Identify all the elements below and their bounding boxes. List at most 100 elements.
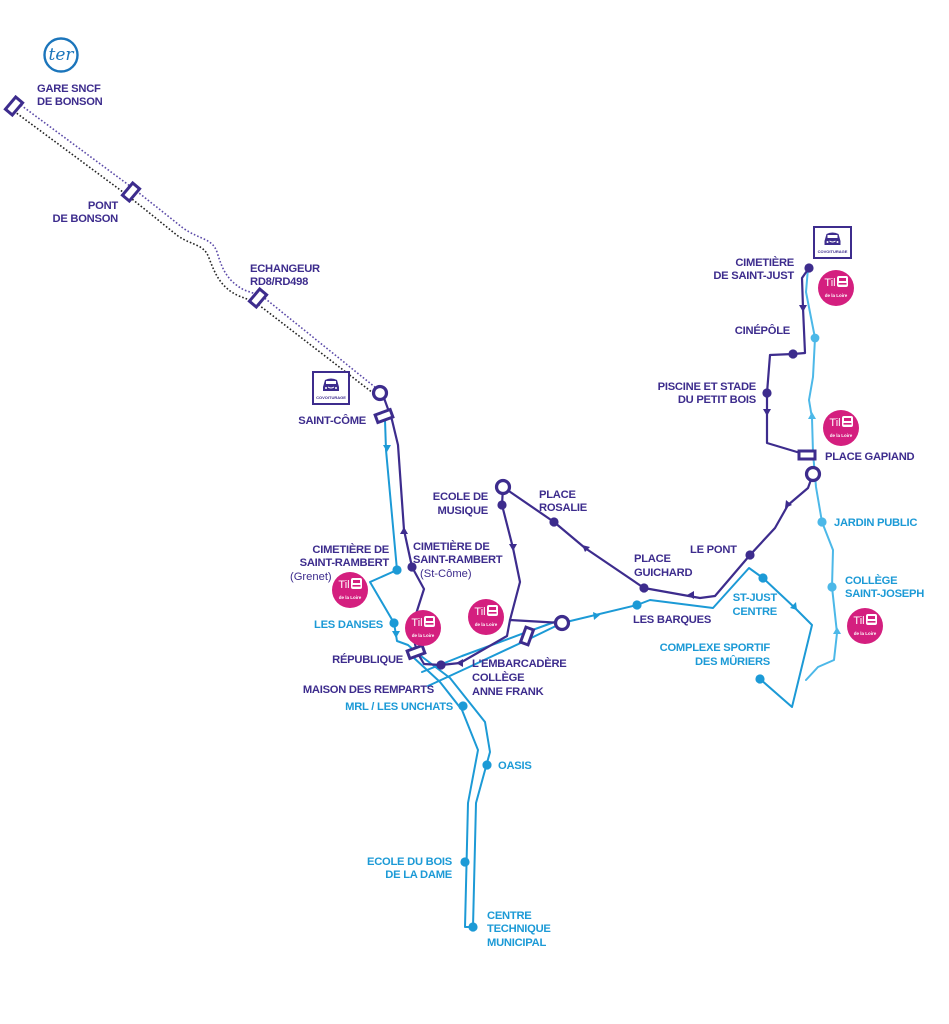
station-label-line: DU PETIT BOIS <box>678 394 757 406</box>
station-label-maison-des-remparts[interactable]: MAISON DES REMPARTS <box>303 684 435 696</box>
stop-dot-jardin-public[interactable] <box>817 517 827 527</box>
stop-dot-les-danses[interactable] <box>389 618 399 628</box>
station-label-line: COMPLEXE SPORTIF <box>660 642 771 654</box>
station-label-line: MAISON DES REMPARTS <box>303 684 435 696</box>
station-marker-place-gapiand[interactable] <box>797 449 817 461</box>
station-label-republique[interactable]: RÉPUBLIQUE <box>332 653 404 666</box>
station-label-place-gapiand[interactable]: PLACE GAPIAND <box>825 451 915 463</box>
stop-dot-centre-technique[interactable] <box>468 922 478 932</box>
stop-dots <box>389 263 837 932</box>
station-label-line: PONT <box>88 200 118 212</box>
station-label-place-rosalie[interactable]: PLACE ROSALIE <box>539 489 588 514</box>
til-logo: Til de la Loire <box>405 610 441 646</box>
station-label-cimetiere-saint-rambert-grenet[interactable]: CIMETIÈRE DE SAINT-RAMBERT (Grenet) <box>290 543 390 583</box>
station-label-ecole-du-bois[interactable]: ECOLE DU BOIS DE LA DAME <box>367 856 453 881</box>
terminus-ring-saint-come[interactable] <box>371 384 389 402</box>
station-label-place-guichard[interactable]: PLACE GUICHARD <box>634 553 693 579</box>
station-label-ecole-de-musique[interactable]: ECOLE DE MUSIQUE <box>433 491 489 517</box>
til-logo-subtitle: de la Loire <box>825 293 848 298</box>
station-label-cimetiere-saint-rambert-st-come[interactable]: CIMETIÈRE DE SAINT-RAMBERT (St-Côme) <box>413 540 503 580</box>
ter-logo-ring <box>43 37 79 73</box>
station-label-oasis[interactable]: OASIS <box>498 760 533 772</box>
station-label-line: SAINT-RAMBERT <box>300 557 390 569</box>
terminus-ring-ecole-de-musique[interactable] <box>494 478 512 496</box>
til-logo-subtitle: de la Loire <box>412 633 435 638</box>
station-label-line: MUNICIPAL <box>487 937 546 949</box>
stop-dot-st-just-centre[interactable] <box>758 573 768 583</box>
station-label-cinepole[interactable]: CINÉPÔLE <box>735 324 791 337</box>
covoiturage-label: COVOITURAGE <box>818 249 848 254</box>
car-icon <box>322 378 340 392</box>
stop-dot-complexe-sportif[interactable] <box>755 674 765 684</box>
stop-dot-les-barques[interactable] <box>632 600 642 610</box>
stop-dot-cinepole-cyan[interactable] <box>810 333 820 343</box>
station-label-line: DE LA DAME <box>385 869 452 881</box>
station-label-line: DE SAINT-JUST <box>713 270 794 282</box>
station-label-line: PLACE <box>634 553 671 565</box>
til-logo-subtitle: de la Loire <box>475 622 498 627</box>
til-logo: Til de la Loire <box>847 608 883 644</box>
station-label-line: COLLÈGE <box>845 574 898 587</box>
stop-dot-place-rosalie[interactable] <box>549 517 559 527</box>
station-label-saint-come[interactable]: SAINT-CÔME <box>298 414 367 427</box>
arrow-down-left-icon <box>785 500 792 508</box>
station-marker-republique[interactable] <box>405 643 427 661</box>
stop-dot-maison-des-remparts[interactable] <box>436 660 446 670</box>
stop-dot-oasis[interactable] <box>482 760 492 770</box>
ter-logo: ter <box>43 37 79 73</box>
station-label-line: (Grenet) <box>290 571 332 583</box>
station-label-complexe-sportif[interactable]: COMPLEXE SPORTIF DES MÛRIERS <box>660 642 771 668</box>
station-label-embarcadere[interactable]: L'EMBARCADÈRE COLLÈGE ANNE FRANK <box>472 657 568 698</box>
station-label-line: RÉPUBLIQUE <box>332 653 404 666</box>
stop-dot-mrl[interactable] <box>458 701 468 711</box>
station-label-line: CENTRE <box>487 910 532 922</box>
arrow-right-icon <box>593 612 600 620</box>
stop-dot-cimetiere-grenet[interactable] <box>392 565 402 575</box>
station-label-line: PLACE GAPIAND <box>825 451 915 463</box>
station-label-les-danses[interactable]: LES DANSES <box>314 619 384 631</box>
stop-dot-cimetiere-saint-just[interactable] <box>804 263 814 273</box>
station-label-cimetiere-saint-just[interactable]: CIMETIÈRE DE SAINT-JUST <box>713 256 795 282</box>
station-label-le-pont[interactable]: LE PONT <box>690 544 737 556</box>
arrow-up-icon <box>400 527 408 534</box>
route-line-blue-north <box>369 419 417 653</box>
station-label-line: ECHANGEUR <box>250 263 320 275</box>
stop-dot-college-saint-joseph[interactable] <box>827 582 837 592</box>
station-label-line: OASIS <box>498 760 532 772</box>
station-marker-embarcadere[interactable] <box>518 625 536 647</box>
station-label-piscine[interactable]: PISCINE ET STADE DU PETIT BOIS <box>658 381 757 406</box>
stop-dot-place-guichard[interactable] <box>639 583 649 593</box>
station-marker-echangeur[interactable] <box>247 286 269 310</box>
arrow-down-icon <box>799 305 807 312</box>
station-label-line: DE BONSON <box>37 96 103 108</box>
station-label-college-saint-joseph[interactable]: COLLÈGE SAINT-JOSEPH <box>845 574 924 600</box>
station-label-echangeur[interactable]: ECHANGEUR RD8/RD498 <box>250 263 320 288</box>
til-logo-name: Til <box>411 617 422 629</box>
stop-dot-piscine[interactable] <box>762 388 772 398</box>
station-label-line: SAINT-CÔME <box>298 414 367 427</box>
station-label-jardin-public[interactable]: JARDIN PUBLIC <box>834 517 918 529</box>
station-label-line: LES BARQUES <box>633 614 712 626</box>
station-marker-saint-come[interactable] <box>373 407 395 425</box>
station-label-line: ECOLE DU BOIS <box>367 856 453 868</box>
station-label-les-barques[interactable]: LES BARQUES <box>633 614 712 626</box>
stop-dot-ecole-de-musique[interactable] <box>497 500 507 510</box>
terminus-ring-place-gapiand[interactable] <box>804 465 822 483</box>
train-line-dotted-black <box>10 108 374 394</box>
station-label-line: CENTRE <box>733 606 778 618</box>
stop-dot-le-pont[interactable] <box>745 550 755 560</box>
station-label-mrl-les-unchats[interactable]: MRL / LES UNCHATS <box>345 701 454 713</box>
station-label-pont-de-bonson[interactable]: PONT DE BONSON <box>52 200 118 225</box>
station-label-st-just-centre[interactable]: ST-JUST CENTRE <box>733 592 779 618</box>
station-label-line: LE PONT <box>690 544 737 556</box>
station-label-gare-sncf-bonson[interactable]: GARE SNCF DE BONSON <box>37 83 103 108</box>
station-marker-pont-de-bonson[interactable] <box>120 180 142 204</box>
stop-dot-ecole-du-bois[interactable] <box>460 857 470 867</box>
terminus-ring-embarcadere[interactable] <box>553 614 571 632</box>
stop-dot-cimetiere-st-come[interactable] <box>407 562 417 572</box>
stop-dot-cinepole[interactable] <box>788 349 798 359</box>
til-logo-subtitle: de la Loire <box>854 631 877 636</box>
station-marker-gare[interactable] <box>3 94 25 118</box>
station-label-centre-technique[interactable]: CENTRE TECHNIQUE MUNICIPAL <box>487 910 552 949</box>
